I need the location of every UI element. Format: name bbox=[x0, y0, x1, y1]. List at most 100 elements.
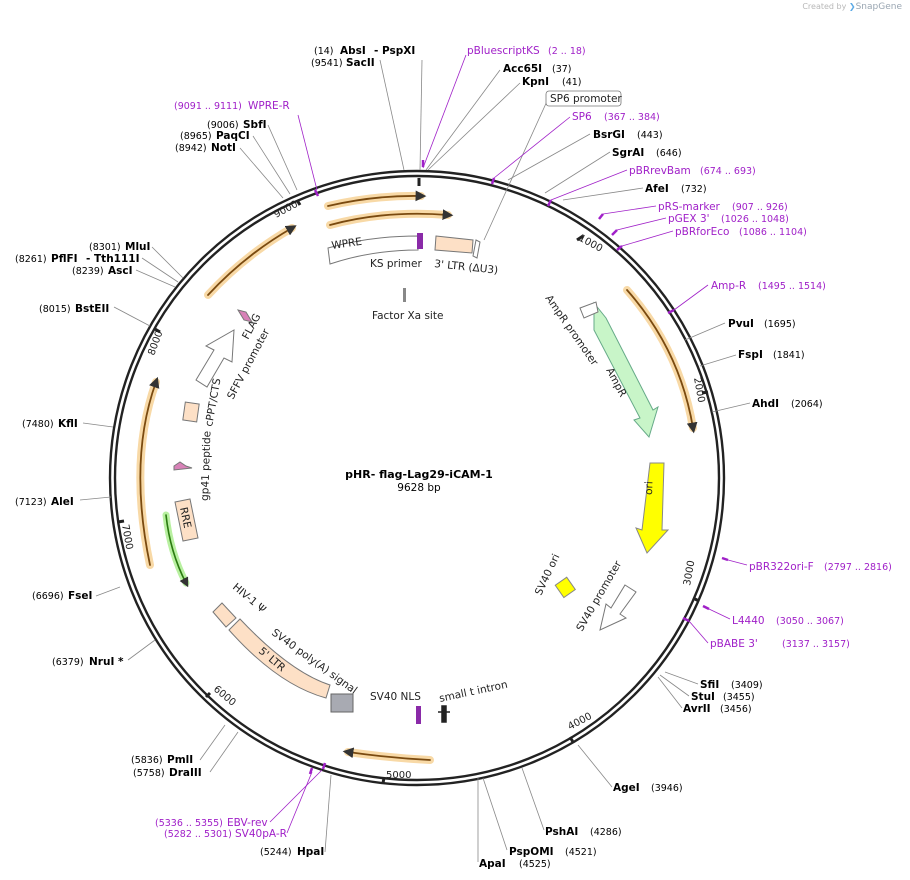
tick-label-5000: 5000 bbox=[386, 770, 411, 781]
leader-asci bbox=[135, 269, 176, 288]
primer-mark-l4440 bbox=[702, 604, 710, 611]
orf-arc-green bbox=[165, 514, 189, 588]
enzyme-pvui-name: PvuI bbox=[728, 318, 754, 330]
enzyme-avrii-pos: (3456) bbox=[720, 704, 752, 715]
tick-5000 bbox=[381, 777, 386, 784]
leader-hpai bbox=[324, 774, 332, 853]
enzyme-nrui-pos: (6379) bbox=[52, 657, 84, 668]
primer-mark-ebv-rev bbox=[321, 762, 327, 770]
sp6-promoter-label: SP6 promoter bbox=[550, 93, 622, 105]
enzyme-afei-name: AfeI bbox=[645, 183, 669, 195]
primer-pbr322ori-f-name: pBR322ori-F bbox=[749, 561, 814, 573]
enzyme-pmli-name: PmlI bbox=[167, 754, 193, 766]
orf-arc-upper-left-bg bbox=[204, 224, 296, 299]
gp41-label: gp41 peptide bbox=[199, 431, 213, 501]
leader-ebv-rev bbox=[269, 769, 323, 823]
hiv-psi-label: HIV-1 Ψ bbox=[230, 581, 268, 616]
primer-pbabe3-name: pBABE 3' bbox=[710, 638, 758, 650]
enzyme-kpni-name: KpnI bbox=[522, 76, 549, 88]
tick-label-8000: 8000 bbox=[146, 329, 165, 357]
primer-pbabe3-range: (3137 .. 3157) bbox=[782, 639, 850, 650]
primer-mark-sv40pa-r bbox=[308, 767, 314, 775]
orf-arc-top-2 bbox=[329, 209, 454, 226]
tick-8000 bbox=[154, 327, 161, 334]
sffv-promoter-feature bbox=[195, 329, 235, 388]
enzyme-avrii-name: AvrII bbox=[683, 703, 711, 715]
ltr3-label: 3' LTR (ΔU3) bbox=[434, 258, 499, 277]
enzyme-noti-pos: (8942) bbox=[175, 143, 207, 154]
enzyme-fspi-pos: (1841) bbox=[773, 350, 805, 361]
tick-1000 bbox=[576, 234, 584, 242]
primer-sv40pa-r-name: SV40pA-R bbox=[235, 828, 287, 840]
watermark-brand: SnapGene bbox=[855, 2, 902, 12]
enzyme-hpai-name: HpaI bbox=[297, 846, 324, 858]
primer-pbrforeco-range: (1086 .. 1104) bbox=[739, 227, 807, 238]
primer-l4440-name: L4440 bbox=[732, 615, 765, 627]
leader-pspxi bbox=[419, 59, 423, 171]
enzyme-alei-name: AleI bbox=[51, 496, 74, 508]
enzyme-agei-name: AgeI bbox=[613, 782, 640, 794]
leader-pbrforeco bbox=[621, 230, 674, 247]
enzyme-apai-name: ApaI bbox=[479, 858, 506, 870]
rre-feature bbox=[174, 498, 199, 542]
enzyme-sgrai-name: SgrAI bbox=[612, 147, 644, 159]
leader-pbabe3 bbox=[688, 620, 709, 644]
tick-2000 bbox=[701, 390, 709, 395]
enzyme-apai-pos: (4525) bbox=[519, 859, 551, 870]
leader-stui bbox=[659, 674, 690, 697]
primer-mark-amp-r bbox=[667, 308, 675, 315]
enzyme-sacii-pos: (9541) bbox=[311, 58, 343, 69]
primer-mark-wpre-r bbox=[313, 189, 320, 197]
enzyme-agei-pos: (3946) bbox=[651, 783, 683, 794]
watermark: Created by ❯SnapGene bbox=[802, 2, 902, 12]
leader-fspi bbox=[699, 354, 737, 367]
enzyme-sgrai-pos: (646) bbox=[656, 148, 682, 159]
enzyme-pflfi-pos: (8261) bbox=[15, 254, 47, 265]
leader-sfii bbox=[664, 671, 699, 685]
enzyme-pspomi-name: PspOMI bbox=[509, 846, 554, 858]
leader-sbfi bbox=[267, 124, 298, 191]
enzyme-sacii-name: SacII bbox=[346, 57, 375, 69]
backbone-outer bbox=[108, 169, 726, 787]
ltr3-tip bbox=[472, 239, 481, 259]
leader-acc65i bbox=[425, 69, 501, 171]
primer-mark-prs-marker bbox=[598, 213, 604, 220]
enzyme-sbfi-pos: (9006) bbox=[207, 120, 239, 131]
primer-wpre-r-name: WPRE-R bbox=[248, 100, 290, 112]
primer-pbrrevbam-range: (674 .. 693) bbox=[700, 166, 756, 177]
ori-label: ori bbox=[643, 481, 655, 495]
ltr5-feature bbox=[228, 618, 331, 699]
primer-prs-marker-range: (907 .. 926) bbox=[732, 202, 788, 213]
sv40-ori-label: SV40 ori bbox=[533, 552, 563, 597]
primer-pgex3-range: (1026 .. 1048) bbox=[721, 214, 789, 225]
watermark-prefix: Created by bbox=[802, 2, 847, 11]
primer-pbrrevbam-name: pBRrevBam bbox=[629, 165, 691, 177]
leader-sp6 bbox=[493, 116, 571, 179]
enzyme-absi-name: AbsI bbox=[340, 45, 366, 57]
enzyme-fspi-name: FspI bbox=[738, 349, 763, 361]
leader-prs-marker bbox=[602, 205, 657, 215]
leader-alei bbox=[79, 496, 112, 501]
enzyme-pspxi-name: - PspXI bbox=[374, 45, 415, 57]
ks-primer-mark bbox=[417, 233, 423, 249]
leader-pbluescriptks bbox=[422, 54, 467, 169]
sv40-nls-label: SV40 NLS bbox=[370, 691, 421, 703]
enzyme-alei-pos: (7123) bbox=[15, 497, 47, 508]
orf-arc-ampr bbox=[626, 289, 698, 434]
tick-label-2000: 2000 bbox=[691, 377, 706, 404]
tick-label-1000: 1000 bbox=[577, 233, 605, 255]
enzyme-mlui-pos: (8301) bbox=[89, 242, 121, 253]
primer-ebv-rev-name: EBV-rev bbox=[227, 817, 268, 829]
ampr-feature bbox=[593, 301, 659, 439]
tick-3000 bbox=[692, 596, 700, 603]
cppt-feature bbox=[182, 401, 200, 423]
small-t-intron-feature bbox=[438, 705, 450, 723]
enzyme-ahdi-name: AhdI bbox=[752, 398, 779, 410]
ks-primer-label: KS primer bbox=[370, 258, 422, 270]
enzyme-stui-pos: (3455) bbox=[723, 692, 755, 703]
tick-label-6000: 6000 bbox=[211, 684, 238, 709]
enzyme-sbfi-name: SbfI bbox=[243, 119, 267, 131]
snapgene-logo-icon: ❯ bbox=[848, 2, 856, 11]
small-t-label: small t intron bbox=[438, 679, 509, 705]
